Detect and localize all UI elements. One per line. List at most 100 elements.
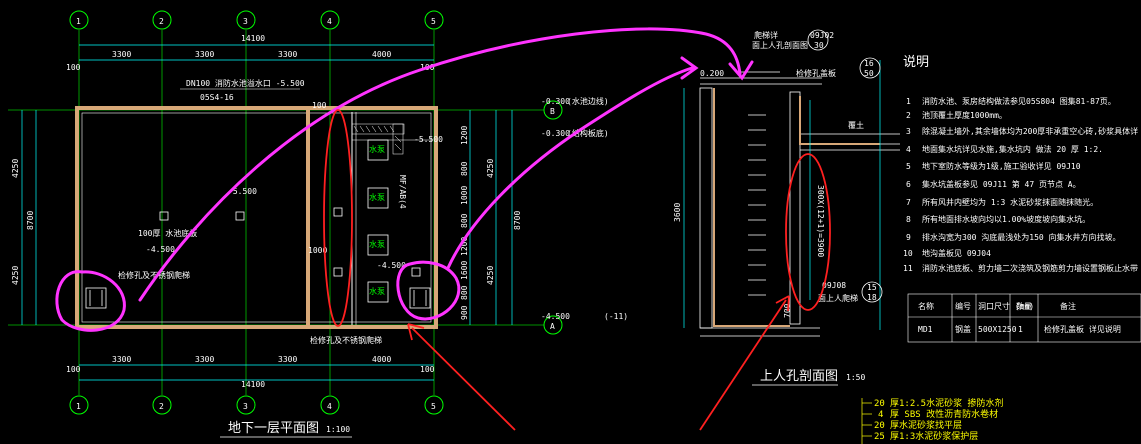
axis-label-5-top: 5 bbox=[431, 17, 436, 26]
section-circle3-bottom: 18 bbox=[867, 293, 877, 302]
section-elev-0200: 0.200 bbox=[700, 69, 724, 78]
red-markup bbox=[323, 109, 831, 431]
note-text-3: 除混凝土墙外,其余墙体均为200厚非承重空心砖,砂浆具体详 bbox=[922, 126, 1138, 136]
plan-label-b-right2: (结构板底) bbox=[567, 128, 609, 138]
table-cell-size: 500X1250 bbox=[978, 325, 1017, 334]
axis-bubbles-rows bbox=[543, 100, 563, 335]
note-text-9: 排水沟宽为300 沟底最浅处为150 向集水井方向找坡。 bbox=[922, 232, 1121, 242]
note-text-4: 地面集水坑详见水施,集水坑内 做法 20 厚 1:2. bbox=[922, 144, 1103, 154]
dim-right-small-800b: 800 bbox=[460, 213, 469, 228]
legend-num-4: 25 bbox=[874, 432, 885, 442]
axis-label-4-top: 4 bbox=[327, 17, 332, 26]
section-circle1-top: 09J02 bbox=[810, 31, 834, 40]
section-left-dim: 3600 bbox=[673, 203, 682, 222]
section-ladder-note2: 面上人爬梯 bbox=[818, 293, 858, 303]
dim-right-small-800c: 800 bbox=[460, 285, 469, 300]
legend-num-3: 20 bbox=[874, 421, 885, 431]
plan-label-5500: -5.500 bbox=[228, 187, 257, 196]
plan-label-a4500: -4.500 bbox=[541, 312, 570, 321]
dim-right-small-900: 900 bbox=[460, 305, 469, 320]
note-text-5: 地下室防水等级为1级,施工验收详见 09J10 bbox=[922, 161, 1081, 171]
axis-label-2-bottom: 2 bbox=[159, 402, 164, 411]
plan-label-dn100: DN100 消防水池溢水口 -5.500 bbox=[186, 78, 305, 88]
dim-bottom-left-100: 100 bbox=[66, 365, 81, 374]
plan-label-a030: -0.300 bbox=[541, 129, 570, 138]
section-top-label1: 爬梯详 bbox=[754, 30, 778, 40]
dim-left-total: 8700 bbox=[26, 211, 35, 230]
section-ref-circle-1 bbox=[807, 29, 829, 51]
section-circle2-top: 16 bbox=[864, 59, 874, 68]
axis-label-5-bottom: 5 bbox=[431, 402, 436, 411]
dim-top-3: 3300 bbox=[278, 50, 297, 59]
plan-label-a-right: (-11) bbox=[604, 312, 628, 321]
dim-right-small-1000: 1000 bbox=[460, 186, 469, 205]
table-header-remark: 备注 bbox=[1060, 301, 1076, 311]
axis-bubbles-bottom bbox=[69, 395, 444, 415]
dim-bottom-1: 3300 bbox=[112, 355, 131, 364]
note-num-9: 9 bbox=[906, 233, 911, 242]
pump-label-3: 水泵 bbox=[369, 239, 385, 249]
section-ref-circle-2 bbox=[859, 57, 881, 79]
plan-walls bbox=[75, 106, 438, 329]
plan-label-100: 100 bbox=[312, 101, 327, 110]
legend-text-1: 厚1:2.5水泥砂浆 掺防水剂 bbox=[890, 397, 1004, 409]
plan-label-r5500: -5.500 bbox=[414, 135, 443, 144]
section-soil-label: 覆土 bbox=[848, 120, 864, 130]
axis-label-2-top: 2 bbox=[159, 17, 164, 26]
axis-bubbles-top bbox=[69, 10, 444, 30]
dim-right-small-group: 1200 800 1000 800 1200 1600 800 900 bbox=[460, 126, 469, 320]
dim-top-4: 4000 bbox=[372, 50, 391, 59]
door-table bbox=[907, 293, 1141, 343]
section-ladder bbox=[748, 114, 766, 296]
plan-scale: 1:100 bbox=[326, 425, 350, 434]
section-ladder-dim: 300X(12+1)=3900 bbox=[816, 185, 825, 257]
legend-num-2: 4 bbox=[878, 410, 883, 420]
dim-bottom-right-100: 100 bbox=[420, 365, 435, 374]
legend-leaders bbox=[861, 398, 872, 444]
pump-label-1: 水泵 bbox=[369, 144, 385, 154]
note-num-5: 5 bbox=[906, 162, 911, 171]
table-header-size: 洞口尺寸 (mm) bbox=[978, 301, 1034, 311]
legend-text-4: 厚1:3水泥砂浆保护层 bbox=[890, 430, 978, 442]
dim-top-1: 3300 bbox=[112, 50, 131, 59]
legend-num-1: 20 bbox=[874, 399, 885, 409]
dim-top-left-100: 100 bbox=[66, 63, 81, 72]
note-text-1: 消防水池、泵房结构做法参见05S804 图集81-87页。 bbox=[922, 96, 1116, 106]
legend-text-2: 厚 SBS 改性沥青防水卷材 bbox=[890, 408, 998, 420]
axis-label-B: B bbox=[550, 107, 555, 116]
section-cover-label: 检修孔盖板 bbox=[796, 68, 836, 78]
plan-label-05s4: 05S4-16 bbox=[200, 93, 234, 102]
axis-label-4-bottom: 4 bbox=[327, 402, 332, 411]
dim-right-total: 8700 bbox=[513, 211, 522, 230]
note-num-7: 7 bbox=[906, 198, 911, 207]
dim-bottom-3: 3300 bbox=[278, 355, 297, 364]
note-text-10: 地沟盖板见 09J04 bbox=[922, 248, 991, 258]
table-cell-qty: 1 bbox=[1018, 325, 1023, 334]
section-circle2-bottom: 50 bbox=[864, 69, 874, 78]
section-ref-circle-3 bbox=[861, 281, 883, 303]
plan-label-ladder: 检修孔及不锈钢爬梯 bbox=[118, 270, 190, 280]
note-text-11: 消防水池底板、剪力墙二次浇筑及钢筋剪力墙设置钢板止水带 bbox=[922, 263, 1138, 273]
table-header-code: 编号 bbox=[955, 301, 971, 311]
plan-ladder-right bbox=[409, 287, 431, 309]
pump-label-2: 水泵 bbox=[369, 192, 385, 202]
note-num-6: 6 bbox=[906, 180, 911, 189]
table-header-qty: 数量 bbox=[1016, 301, 1032, 311]
note-num-4: 4 bbox=[906, 145, 911, 154]
pump-label-4: 水泵 bbox=[369, 286, 385, 296]
note-num-3: 3 bbox=[906, 127, 911, 136]
axis-label-3-bottom: 3 bbox=[243, 402, 248, 411]
note-text-2: 池顶覆土厚度1000mm。 bbox=[922, 110, 1007, 120]
dim-bottom-total: 14100 bbox=[241, 380, 265, 389]
dim-right-small-1600: 1600 bbox=[460, 261, 469, 280]
dim-bottom-4: 4000 bbox=[372, 355, 391, 364]
note-num-2: 2 bbox=[906, 111, 911, 120]
plan-ladder-left bbox=[85, 287, 107, 309]
dim-left-1: 4250 bbox=[11, 159, 20, 178]
table-cell-remark: 检修孔盖板 详见说明 bbox=[1044, 324, 1121, 334]
section-title: 上人孔剖面图 bbox=[760, 369, 838, 384]
plan-label-4500: -4.500 bbox=[146, 245, 175, 254]
axis-label-1-top: 1 bbox=[76, 17, 81, 26]
